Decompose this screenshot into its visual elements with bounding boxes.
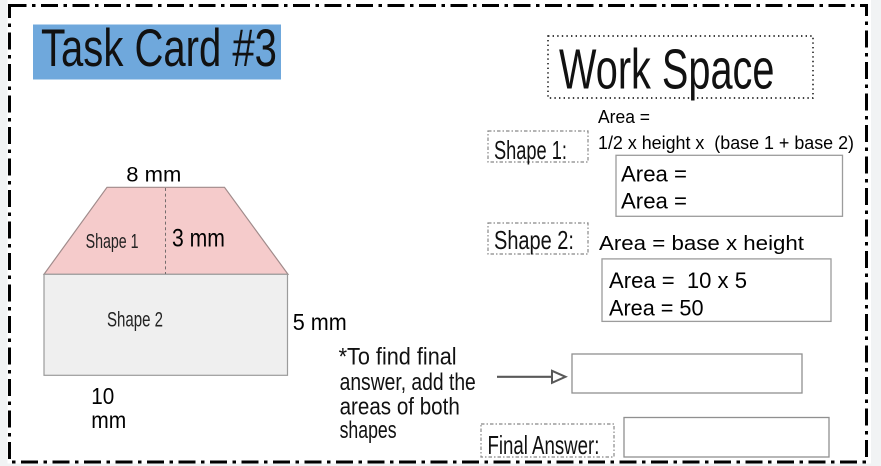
svg-text:1/2 x height x (base 1 + base: 1/2 x height x (base 1 + base 2) — [598, 133, 854, 153]
svg-text:*To find final: *To find final — [339, 342, 457, 369]
svg-text:Task Card #3: Task Card #3 — [41, 17, 277, 77]
svg-text:3 mm: 3 mm — [172, 224, 225, 252]
svg-text:Shape 2:: Shape 2: — [494, 225, 574, 254]
svg-text:Area = 50: Area = 50 — [609, 296, 704, 321]
svg-text:Shape 1:: Shape 1: — [494, 136, 567, 165]
svg-text:mm: mm — [91, 407, 126, 433]
svg-text:Area = base x height: Area = base x height — [599, 233, 804, 255]
svg-text:Area =: Area = — [621, 162, 687, 187]
svg-text:shapes: shapes — [340, 417, 397, 443]
svg-text:Area = 10 x 5: Area = 10 x 5 — [609, 268, 747, 293]
svg-text:Area =: Area = — [598, 106, 650, 127]
svg-text:Final Answer:: Final Answer: — [488, 431, 600, 460]
svg-text:5 mm: 5 mm — [293, 309, 347, 335]
svg-text:areas of both: areas of both — [340, 393, 460, 420]
svg-text:Area =: Area = — [621, 189, 687, 214]
svg-text:answer, add the: answer, add the — [340, 368, 476, 396]
svg-text:Work Space: Work Space — [559, 39, 774, 102]
svg-text:Shape 2: Shape 2 — [107, 307, 163, 331]
svg-text:Shape 1: Shape 1 — [86, 230, 139, 253]
svg-text:10: 10 — [91, 383, 114, 409]
svg-text:8 mm: 8 mm — [126, 164, 181, 187]
